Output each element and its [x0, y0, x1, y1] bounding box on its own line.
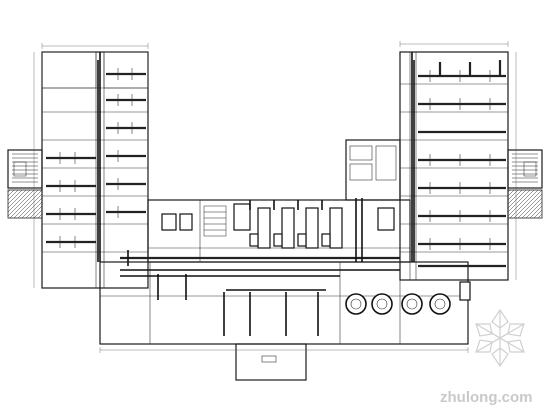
main-header-pipes — [120, 198, 400, 336]
right-wing-ducts — [411, 52, 506, 268]
left-hatched-area — [7, 189, 43, 219]
entrance-canopy — [235, 343, 307, 381]
right-hatched-area — [507, 189, 543, 219]
watermark-logo: zhulong.com — [440, 308, 533, 406]
right-wing — [345, 51, 509, 281]
watermark-text: zhulong.com — [440, 389, 533, 406]
boiler-row — [345, 281, 471, 315]
right-stair — [507, 149, 543, 189]
left-stair — [7, 149, 43, 189]
left-wing — [41, 51, 149, 289]
center-equipment — [161, 203, 395, 249]
left-wing-ducts — [46, 52, 146, 262]
dimension-lines — [33, 41, 517, 353]
